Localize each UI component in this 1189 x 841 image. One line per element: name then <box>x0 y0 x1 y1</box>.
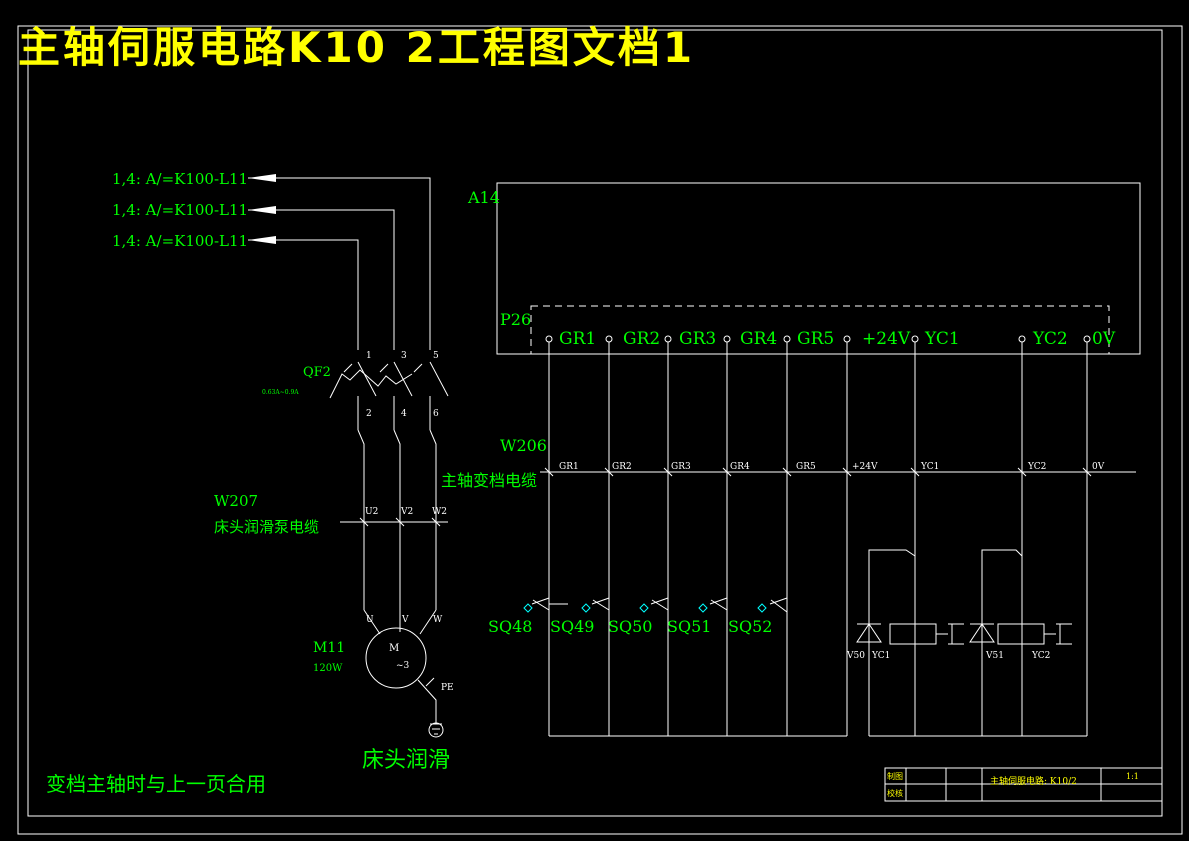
motor-power: 120W <box>313 663 343 674</box>
module-label: A14 <box>467 188 500 207</box>
w206-conductor-0v: 0V <box>1092 462 1105 472</box>
feed-label-1: 1,4: A/=K100-L11 <box>112 170 248 188</box>
ground-label: PE <box>441 683 454 693</box>
switch-label-sq49: SQ49 <box>550 617 594 636</box>
connector-p26-outline <box>530 305 1110 355</box>
motor-caption: 床头润滑 <box>362 748 450 773</box>
pin-label-gr1: GR1 <box>559 329 596 349</box>
connector-label: P26 <box>500 310 531 329</box>
w207-conductor-u2: U2 <box>365 507 378 517</box>
motor-feeder <box>340 429 448 738</box>
pin-label-yc2: YC2 <box>1032 329 1068 349</box>
cable-w207-description: 床头润滑泵电缆 <box>214 518 319 536</box>
cable-w206-ticks <box>544 467 1092 477</box>
w206-conductor-yc2: YC2 <box>1027 462 1046 472</box>
motor-symbol: M <box>389 643 399 654</box>
title-block-checked-label: 校核 <box>887 788 903 798</box>
w207-conductor-w2: W2 <box>432 507 447 517</box>
breaker-terminal-5: 5 <box>433 351 439 361</box>
motor-terminal-u: U <box>366 615 374 625</box>
coil-label-yc1: YC1 <box>871 651 890 661</box>
title-block-drawn-label: 制图 <box>887 771 903 781</box>
pin-label-gr5: GR5 <box>797 329 834 349</box>
motor-label: M11 <box>313 640 345 656</box>
w206-conductor-gr5: GR5 <box>796 462 816 472</box>
breaker-terminal-3: 3 <box>401 351 407 361</box>
pin-label-yc1: YC1 <box>924 329 960 349</box>
p26-pin-circles <box>545 335 1091 343</box>
w206-conductor-gr3: GR3 <box>671 462 691 472</box>
inner-frame <box>27 29 1163 817</box>
cable-w206-description: 主轴变档电缆 <box>441 471 537 490</box>
title-block-scale: 1:1 <box>1126 772 1139 781</box>
feed-lines <box>248 177 431 350</box>
breaker-terminal-6: 6 <box>433 409 439 419</box>
switch-label-sq52: SQ52 <box>728 617 772 636</box>
usage-note: 变档主轴时与上一页合用 <box>46 772 266 796</box>
page-title: 主轴伺服电路K10 2工程图文档1 <box>18 23 696 72</box>
cable-w207-label: W207 <box>214 492 258 510</box>
w206-conductor-24v: +24V <box>852 462 878 472</box>
w206-conductor-gr2: GR2 <box>612 462 632 472</box>
feed-label-2: 1,4: A/=K100-L11 <box>112 201 248 219</box>
feed-arrows <box>248 174 276 244</box>
coil-label-yc2: YC2 <box>1031 651 1050 661</box>
motor-terminal-w: W <box>433 615 443 625</box>
motor-terminal-v: V <box>401 615 409 625</box>
limit-switches <box>531 597 788 736</box>
diode-label-v50: V50 <box>846 651 865 661</box>
outer-frame <box>17 25 1183 835</box>
switch-label-sq48: SQ48 <box>488 617 532 636</box>
cable-w206-label: W206 <box>500 436 547 455</box>
pin-label-0v: 0V <box>1092 329 1116 349</box>
w206-conductor-yc1: YC1 <box>920 462 939 472</box>
title-block-drawing-name: 主轴伺服电路: K10/2 <box>990 775 1077 787</box>
switch-markers <box>523 603 767 613</box>
breaker-terminal-2: 2 <box>366 409 372 419</box>
breaker-qf2-contacts <box>329 361 449 430</box>
breaker-label: QF2 <box>303 365 331 380</box>
breaker-terminal-4: 4 <box>401 409 407 419</box>
motor-m11-symbol <box>365 627 427 689</box>
valve-coils <box>856 549 1072 736</box>
pin-label-gr3: GR3 <box>679 329 716 349</box>
motor-phase: ~3 <box>396 661 410 671</box>
w206-conductor-gr4: GR4 <box>730 462 750 472</box>
p26-wires <box>548 340 1088 737</box>
breaker-rating: 0.63A~0.9A <box>262 389 299 396</box>
pin-label-gr4: GR4 <box>740 329 777 349</box>
pin-label-24v: +24V <box>862 329 911 349</box>
title-block-grid <box>884 767 1163 802</box>
switch-label-sq50: SQ50 <box>608 617 652 636</box>
feed-label-3: 1,4: A/=K100-L11 <box>112 232 248 250</box>
diode-label-v51: V51 <box>985 651 1004 661</box>
switch-label-sq51: SQ51 <box>667 617 711 636</box>
w206-conductor-gr1: GR1 <box>559 462 579 472</box>
pin-label-gr2: GR2 <box>623 329 660 349</box>
w207-conductor-v2: V2 <box>400 507 413 517</box>
breaker-terminal-1: 1 <box>366 351 372 361</box>
